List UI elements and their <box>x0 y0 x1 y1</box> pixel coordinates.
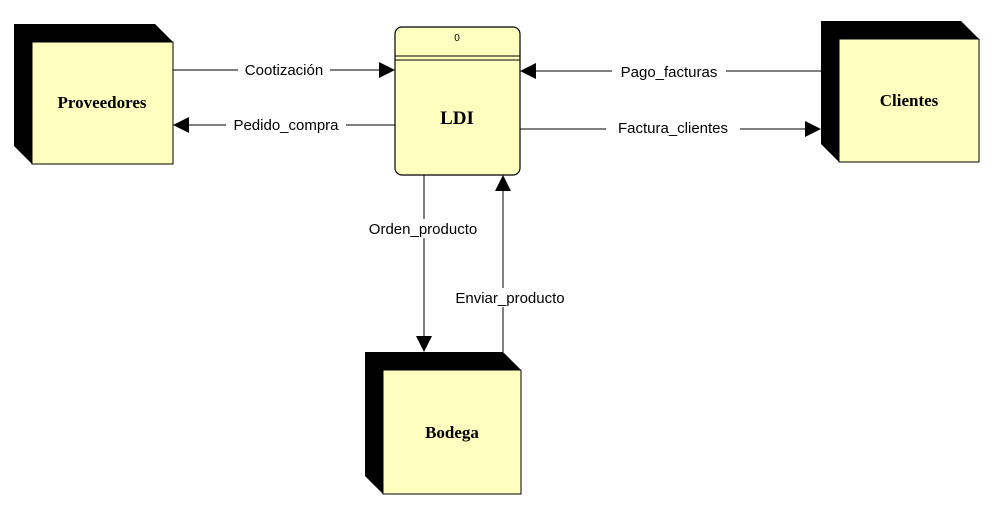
flow-pedido-compra-label: Pedido_compra <box>233 117 339 134</box>
process-name: LDI <box>440 108 474 129</box>
flow-cotizacion-arrowhead <box>379 62 395 78</box>
flow-pago-facturas[interactable]: Pago_facturas <box>520 62 821 81</box>
flow-enviar-producto[interactable]: Enviar_producto <box>446 175 574 352</box>
flow-enviar-producto-arrowhead <box>495 175 511 191</box>
flow-pedido-compra-label-bg <box>226 115 346 134</box>
flow-orden-producto-label: Orden_producto <box>369 221 477 238</box>
flow-factura-clientes[interactable]: Factura_clientes <box>520 118 821 137</box>
flow-orden-producto-label-bg <box>360 219 486 238</box>
entity-bodega[interactable]: Bodega <box>365 352 522 495</box>
flow-pago-facturas-arrowhead <box>520 63 536 79</box>
process-ldi[interactable]: 0 LDI <box>394 26 521 176</box>
entity-proveedores-face <box>31 41 174 165</box>
entity-bodega-face <box>382 369 522 495</box>
flow-cotizacion-label: Cootización <box>245 62 323 79</box>
entity-proveedores[interactable]: Proveedores <box>14 24 174 165</box>
flow-factura-clientes-label-bg <box>606 118 740 137</box>
entity-clientes-label: Clientes <box>880 91 939 110</box>
flow-pago-facturas-label-bg <box>612 62 726 81</box>
entity-bodega-label: Bodega <box>425 423 479 442</box>
flow-enviar-producto-label-bg <box>446 288 574 307</box>
entity-proveedores-label: Proveedores <box>57 93 146 112</box>
process-box <box>394 26 521 176</box>
flow-pago-facturas-label: Pago_facturas <box>621 64 718 81</box>
flow-orden-producto[interactable]: Orden_producto <box>360 175 486 352</box>
entity-clientes-face <box>838 38 980 163</box>
flow-factura-clientes-label: Factura_clientes <box>618 120 728 137</box>
flow-cotizacion[interactable]: Cootización <box>173 60 395 79</box>
flow-cotizacion-label-bg <box>238 60 330 79</box>
process-id: 0 <box>454 33 460 44</box>
entity-clientes[interactable]: Clientes <box>821 21 980 163</box>
flow-orden-producto-arrowhead <box>416 336 432 352</box>
flow-factura-clientes-arrowhead <box>805 121 821 137</box>
flow-enviar-producto-label: Enviar_producto <box>455 290 564 307</box>
flow-pedido-compra[interactable]: Pedido_compra <box>173 115 395 134</box>
flow-pedido-compra-arrowhead <box>173 117 189 133</box>
